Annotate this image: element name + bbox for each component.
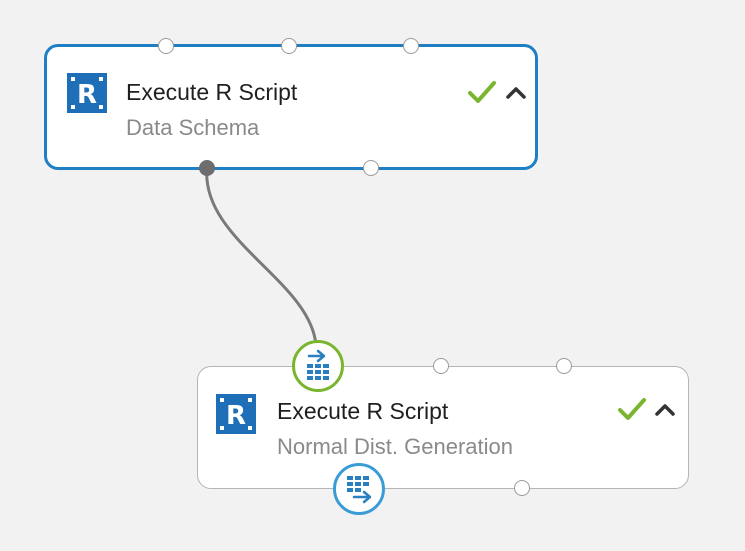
module-subtitle: Data Schema xyxy=(126,115,260,140)
input-port[interactable] xyxy=(158,38,174,54)
module-title: Execute R Script xyxy=(277,398,449,424)
module-title: Execute R Script xyxy=(126,79,298,105)
r-script-icon: R xyxy=(67,73,107,113)
output-port[interactable] xyxy=(199,160,215,176)
dataset-output-icon xyxy=(347,476,372,504)
module-execute-r-script-normal-dist-generation[interactable]: R Execute R Script Normal Dist. Generati… xyxy=(197,366,689,489)
dataset-output-port[interactable] xyxy=(333,463,385,515)
caret-up-icon[interactable] xyxy=(650,395,680,425)
module-execute-r-script-data-schema[interactable]: R Execute R Script Data Schema xyxy=(44,44,538,170)
check-icon xyxy=(468,81,496,103)
caret-up-icon[interactable] xyxy=(501,78,531,108)
input-port[interactable] xyxy=(556,358,572,374)
svg-text:R: R xyxy=(226,401,246,431)
output-port[interactable] xyxy=(514,480,530,496)
dataset-input-port[interactable] xyxy=(292,340,344,392)
output-port[interactable] xyxy=(363,160,379,176)
r-script-icon: R xyxy=(216,394,256,434)
check-icon xyxy=(618,398,646,420)
input-port[interactable] xyxy=(433,358,449,374)
input-port[interactable] xyxy=(403,38,419,54)
module-subtitle: Normal Dist. Generation xyxy=(277,434,513,459)
dataset-input-icon xyxy=(307,349,329,380)
svg-text:R: R xyxy=(77,80,97,110)
input-port[interactable] xyxy=(281,38,297,54)
